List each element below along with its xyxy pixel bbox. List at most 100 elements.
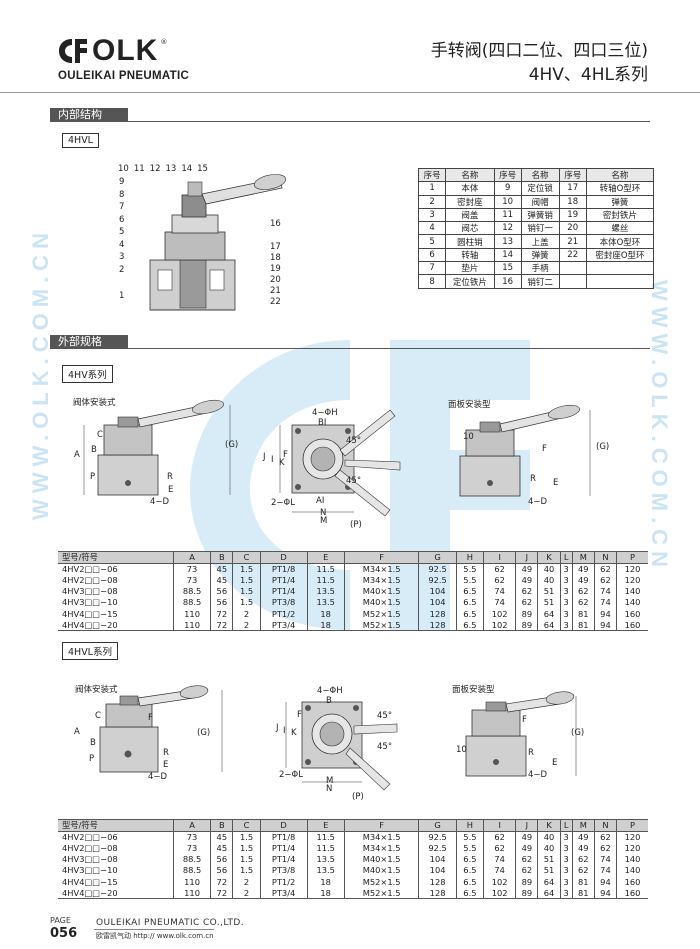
table-cell: 62 bbox=[483, 574, 516, 586]
footer-url: 欧雷凯气动 http:// www.olk.com.cn bbox=[96, 932, 214, 940]
table-cell: 72 bbox=[210, 876, 233, 888]
spec-col-header: J bbox=[515, 551, 538, 564]
table-cell: 94 bbox=[593, 608, 617, 620]
table-cell: 3 bbox=[559, 596, 573, 609]
dim-C: C bbox=[97, 430, 103, 440]
spec-col-header: G bbox=[418, 551, 457, 564]
table-cell: 6.5 bbox=[455, 585, 484, 597]
table-cell: 4HV4□□−20 bbox=[58, 619, 174, 632]
table-cell: 51 bbox=[537, 596, 561, 609]
callout-14: 14 bbox=[181, 164, 193, 174]
table-cell: 73 bbox=[172, 831, 211, 843]
table-cell: 72 bbox=[210, 608, 233, 620]
table-cell: 140 bbox=[616, 853, 648, 865]
table-cell: 110 bbox=[172, 876, 211, 888]
section-rule bbox=[128, 348, 650, 349]
table-cell: 88.5 bbox=[172, 596, 211, 609]
dim-E: E bbox=[168, 485, 174, 495]
dim-4-H: 4−ΦH bbox=[312, 408, 338, 418]
table-cell: 4HV3□□−08 bbox=[62, 853, 118, 864]
parts-col-header: 名称 bbox=[445, 167, 495, 183]
table-cell: 56 bbox=[210, 853, 233, 865]
table-cell: 19 bbox=[558, 207, 587, 223]
table-cell: 62 bbox=[483, 842, 516, 854]
table-cell: 128 bbox=[418, 608, 457, 620]
table-cell: 16 bbox=[493, 274, 522, 289]
callout-21: 21 bbox=[270, 286, 281, 296]
table-cell: 垫片 bbox=[445, 261, 495, 276]
table-cell: 120 bbox=[616, 831, 648, 843]
table-cell: 13 bbox=[493, 234, 522, 249]
hvl-dim-R-panel: R bbox=[528, 748, 534, 758]
dim-10: 10 bbox=[463, 432, 474, 442]
table-cell: 5.5 bbox=[455, 574, 484, 586]
table-cell: 49 bbox=[515, 574, 538, 586]
table-cell: 49 bbox=[571, 831, 595, 843]
hv-top-view-drawing bbox=[279, 409, 401, 517]
table-cell: 8 bbox=[417, 274, 447, 289]
hvl-dim-P: P bbox=[89, 754, 95, 764]
dim-G-panel: (G) bbox=[596, 442, 610, 452]
dim-F-panel: F bbox=[542, 444, 547, 454]
spec-col-header: B bbox=[210, 551, 233, 564]
table-cell: M40×1.5 bbox=[343, 596, 419, 609]
table-cell: 102 bbox=[483, 876, 516, 888]
table-cell: 7 bbox=[417, 261, 447, 276]
table-cell: 6.5 bbox=[455, 596, 484, 609]
table-cell: 104 bbox=[418, 853, 457, 865]
page-title-cn: 手转阀(四口二位、四口三位) bbox=[430, 41, 648, 61]
parts-col-header: 名称 bbox=[585, 167, 655, 183]
hvl-dim-2-L: 2−ΦL bbox=[279, 770, 303, 780]
table-cell: 89 bbox=[515, 887, 538, 900]
spec-col-header: N bbox=[593, 819, 617, 832]
table-cell: 2 bbox=[232, 608, 261, 620]
table-cell: M40×1.5 bbox=[343, 864, 419, 877]
table-cell: M52×1.5 bbox=[343, 619, 419, 632]
table-cell: 6.5 bbox=[455, 864, 484, 877]
table-cell: 3 bbox=[559, 831, 573, 843]
table-cell: 120 bbox=[616, 574, 648, 586]
table-cell bbox=[558, 261, 587, 276]
table-cell: M34×1.5 bbox=[343, 574, 419, 586]
table-cell: 3 bbox=[559, 619, 573, 632]
table-cell: 74 bbox=[593, 596, 617, 609]
parts-col-header: 序号 bbox=[558, 167, 587, 183]
table-cell: M40×1.5 bbox=[343, 585, 419, 597]
parts-table-header-row: 序号 名称 序号 名称 序号 名称 bbox=[417, 167, 655, 183]
table-cell: 92.5 bbox=[418, 574, 457, 586]
table-cell: 22 bbox=[558, 247, 587, 263]
table-cell: 18 bbox=[306, 876, 345, 888]
table-cell: 1.5 bbox=[232, 842, 261, 854]
table-cell: 49 bbox=[571, 563, 595, 575]
table-cell: 81 bbox=[571, 619, 595, 632]
table-cell: 18 bbox=[558, 194, 587, 209]
table-cell: M34×1.5 bbox=[343, 831, 419, 843]
table-cell: 1.5 bbox=[232, 831, 261, 843]
callout-19: 19 bbox=[270, 264, 281, 274]
table-cell: 73 bbox=[172, 842, 211, 854]
table-cell: 74 bbox=[483, 596, 516, 609]
table-cell: 45 bbox=[210, 831, 233, 843]
dim-F: F bbox=[283, 450, 288, 460]
table-cell: 49 bbox=[571, 842, 595, 854]
table-cell: 17 bbox=[558, 181, 587, 196]
spec-col-header: I bbox=[483, 551, 516, 564]
logo-subtitle: OULEIKAI PNEUMATIC bbox=[58, 70, 190, 82]
table-cell: 62 bbox=[515, 596, 538, 609]
table-cell: 40 bbox=[537, 563, 561, 575]
spec-col-header: D bbox=[259, 819, 308, 832]
table-cell: PT3/4 bbox=[259, 887, 308, 900]
table-cell: 3 bbox=[559, 574, 573, 586]
table-cell: 45 bbox=[210, 574, 233, 586]
callout-9: 9 bbox=[119, 177, 125, 187]
table-cell: PT1/4 bbox=[259, 853, 308, 865]
hvl-dim-I: I bbox=[283, 726, 286, 736]
dim-BI: BI bbox=[318, 418, 327, 428]
